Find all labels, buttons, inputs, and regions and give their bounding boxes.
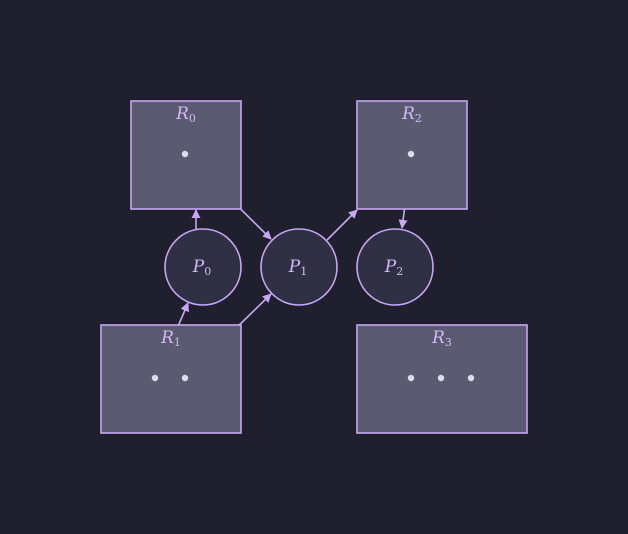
resource-instance-dot (151, 374, 159, 382)
resource-box (130, 100, 242, 210)
process-label: P1 (288, 257, 307, 278)
resource-instance-dot (437, 374, 445, 382)
resource-box (100, 324, 242, 434)
resource-instance-dot (181, 374, 189, 382)
process-p0: P0 (164, 228, 242, 306)
resource-r2: R2 (356, 100, 468, 210)
edge-p1-r2 (326, 209, 358, 241)
resource-label: R1 (160, 328, 181, 349)
resource-r3: R3 (356, 324, 528, 434)
process-p1: P1 (260, 228, 338, 306)
resource-r0: R0 (130, 100, 242, 210)
process-p2: P2 (356, 228, 434, 306)
process-circle (356, 228, 434, 306)
process-circle (260, 228, 338, 306)
process-label: P2 (384, 257, 403, 278)
resource-label: R3 (431, 328, 452, 349)
process-circle (164, 228, 242, 306)
resource-instance-dot (407, 150, 415, 158)
process-label: P0 (192, 257, 211, 278)
resource-instance-dot (181, 150, 189, 158)
resource-label: R0 (175, 104, 196, 125)
resource-instance-dot (467, 374, 475, 382)
resource-label: R2 (401, 104, 422, 125)
resource-instance-dot (407, 374, 415, 382)
resource-r1: R1 (100, 324, 242, 434)
